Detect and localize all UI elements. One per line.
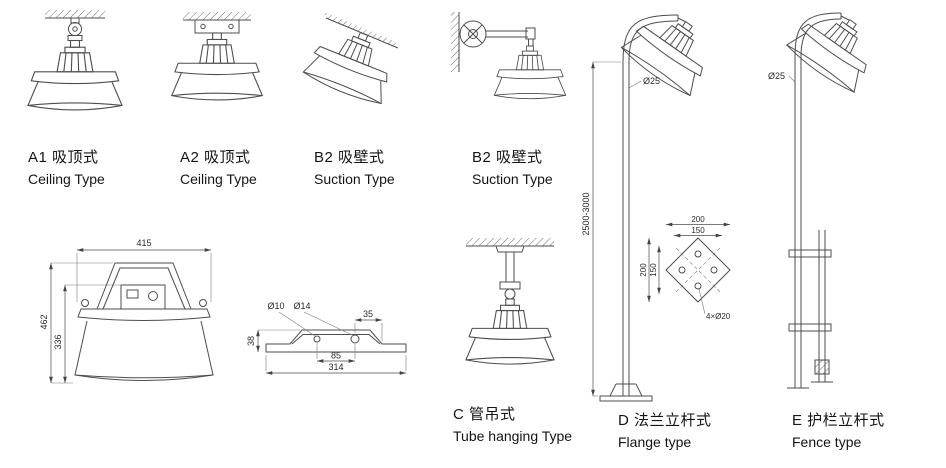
slanted-wall-hatch bbox=[323, 11, 398, 48]
bracket-length-dim: 314 bbox=[328, 362, 343, 372]
ufo-light bbox=[493, 45, 567, 100]
gooseneck-pole bbox=[787, 12, 850, 389]
bracket-hole-spacing-dim: 85 bbox=[331, 351, 341, 361]
hanging-tube bbox=[495, 245, 525, 300]
bracket-hole-small-dim: Ø10 bbox=[267, 301, 284, 311]
ceiling-hatch bbox=[45, 10, 105, 18]
b2-wall-label-en: Suction Type bbox=[314, 170, 395, 187]
b2-wall-label-cn: B2 吸壁式 bbox=[314, 149, 385, 166]
flange-size-top-dim: 200 bbox=[691, 215, 705, 224]
a2-label: A2 吸顶式 Ceiling Type bbox=[180, 147, 257, 189]
ceiling-hatch bbox=[466, 238, 554, 246]
e-label-cn: E 护栏立杆式 bbox=[792, 412, 885, 429]
ufo-light bbox=[465, 298, 555, 365]
bracket-view-drawing: Ø10 Ø14 35 38 85 314 bbox=[246, 282, 420, 380]
b2-arm-label: B2 吸壁式 Suction Type bbox=[472, 147, 553, 189]
junction-box-mount bbox=[194, 19, 240, 34]
front-height-dim: 462 bbox=[39, 314, 49, 329]
c-label-en: Tube hanging Type bbox=[453, 427, 573, 444]
e-label: E 护栏立杆式 Fence type bbox=[792, 410, 885, 452]
pole-e-diameter-dim: Ø25 bbox=[768, 71, 785, 81]
flange-size-left-dim: 200 bbox=[639, 263, 648, 277]
ceiling-hatch bbox=[183, 12, 251, 20]
a2-label-cn: A2 吸顶式 bbox=[180, 149, 251, 166]
tilted-ufo-light bbox=[783, 2, 888, 96]
swivel-mount bbox=[67, 17, 83, 41]
tilted-ufo-light bbox=[301, 17, 404, 108]
a1-label-cn: A1 吸顶式 bbox=[28, 149, 99, 166]
a1-label-en: Ceiling Type bbox=[28, 170, 105, 187]
wall-hatch bbox=[451, 12, 459, 72]
flange-detail bbox=[665, 237, 731, 303]
pole-height-dim: 2500-3000 bbox=[581, 192, 591, 235]
d-label-cn: D 法兰立杆式 bbox=[618, 412, 712, 429]
fence-rail-mount bbox=[788, 230, 833, 383]
ufo-light bbox=[27, 39, 123, 111]
b2-arm-drawing bbox=[448, 4, 570, 149]
bracket-hole-large-dim: Ø14 bbox=[293, 301, 310, 311]
front-body-height-dim: 336 bbox=[53, 334, 63, 349]
a1-label: A1 吸顶式 Ceiling Type bbox=[28, 147, 105, 189]
lamp-front-view bbox=[74, 262, 214, 381]
c-label-cn: C 管吊式 bbox=[453, 406, 516, 423]
flange-bolt-top-dim: 150 bbox=[691, 226, 705, 235]
flange-bolt-left-dim: 150 bbox=[649, 263, 658, 277]
pole-d-diameter-dim: Ø25 bbox=[643, 76, 660, 86]
gooseneck-pole bbox=[599, 14, 687, 402]
b2-wall-label: B2 吸壁式 Suction Type bbox=[314, 147, 395, 189]
bracket-offset-dim: 35 bbox=[363, 309, 373, 319]
front-view-drawing: 415 462 336 bbox=[20, 236, 228, 404]
b2-arm-label-en: Suction Type bbox=[472, 170, 553, 187]
ufo-light bbox=[171, 32, 263, 101]
a1-ceiling-drawing bbox=[18, 6, 133, 146]
d-label-en: Flange type bbox=[618, 433, 692, 450]
b2-arm-label-cn: B2 吸壁式 bbox=[472, 149, 543, 166]
bracket-profile bbox=[265, 329, 407, 353]
front-width-dim: 415 bbox=[136, 238, 151, 248]
bracket-height-dim: 38 bbox=[246, 336, 256, 346]
a2-label-en: Ceiling Type bbox=[180, 170, 257, 187]
e-label-en: Fence type bbox=[792, 433, 862, 450]
c-label: C 管吊式 Tube hanging Type bbox=[453, 404, 572, 446]
wall-plate-and-arm bbox=[459, 20, 536, 48]
c-tube-drawing bbox=[450, 232, 570, 404]
b2-wall-drawing bbox=[298, 6, 418, 146]
d-flange-pole-drawing: Ø25 2500-3000 200 150 200 150 4×Ø2 bbox=[578, 2, 783, 426]
flange-holes-dim: 4×Ø20 bbox=[706, 312, 731, 321]
d-label: D 法兰立杆式 Flange type bbox=[618, 410, 712, 452]
a2-ceiling-drawing bbox=[165, 8, 270, 143]
e-fence-pole-drawing: Ø25 bbox=[763, 2, 941, 426]
